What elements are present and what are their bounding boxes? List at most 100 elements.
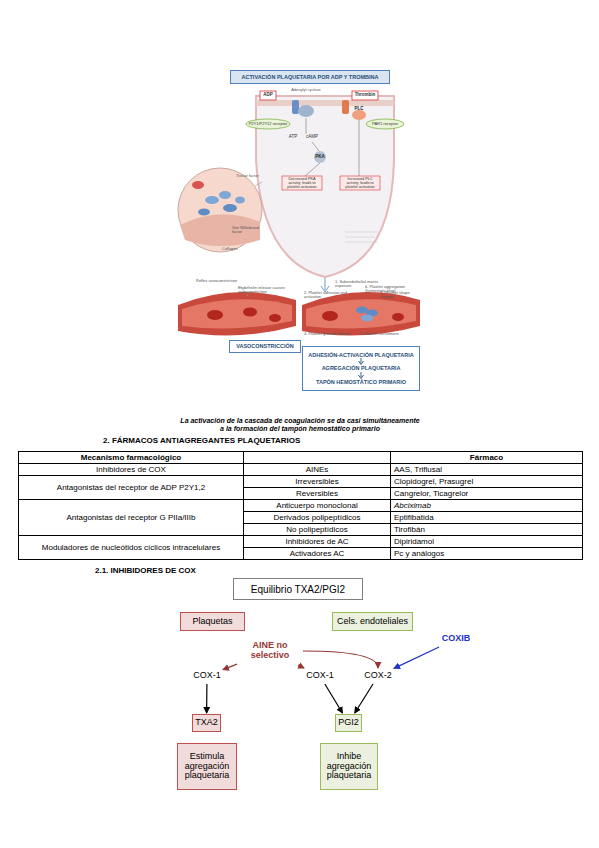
receptor-symbol <box>292 100 299 114</box>
table-cell: Dipiridamol <box>391 536 583 548</box>
arrow-symbol <box>359 372 364 379</box>
illustration-label: 2. Platelet adhesion and activation <box>304 291 352 300</box>
platelet-symbol <box>223 204 237 212</box>
table-cell: Activadores AC <box>244 548 391 560</box>
balance-box: Equilibrio TXA2/PGI2 <box>233 578 363 600</box>
receptor-symbol <box>342 100 349 114</box>
leader-line <box>255 182 262 186</box>
illustration-label: PAR1 receptor <box>366 122 404 126</box>
node-text: Plaquetas <box>192 617 232 627</box>
pointer-arrow <box>321 278 329 292</box>
table-cell: Abciximab <box>391 500 583 512</box>
red-cell <box>207 310 223 320</box>
effect-box: Estimula agregación plaquetaria <box>177 743 237 790</box>
node-text: AGREGACIÓN PLAQUETARIA <box>322 365 401 371</box>
table-text: Dipiridamol <box>394 537 434 546</box>
node-text: Cels. endoteliales <box>337 617 408 627</box>
table-cell: Fármaco <box>391 452 583 464</box>
illustration-label: ADP <box>260 93 276 98</box>
node-text: TXA2 <box>195 718 218 728</box>
cell-box: Cels. endoteliales <box>332 612 413 631</box>
table-cell: Inhibidores de COX <box>19 464 244 476</box>
enzyme-symbol <box>298 105 314 117</box>
table-cell: Pc y análogos <box>391 548 583 560</box>
illustration-label: Endothelin release causes vasoconstricti… <box>238 286 294 295</box>
table-cell: Anticuerpo monoclonal <box>244 500 391 512</box>
table-text: Anticuerpo monoclonal <box>276 501 357 510</box>
vessel-lumen <box>182 299 292 328</box>
arrow-symbol <box>357 358 365 365</box>
table-cell: Antagonistas del receptor de ADP P2Y1,2 <box>19 476 244 500</box>
table-text: Pc y análogos <box>394 549 444 558</box>
title-box: ACTIVACIÓN PLAQUETARIA POR ADP Y TROMBIN… <box>230 70 390 84</box>
table-text: Abciximab <box>394 501 431 510</box>
node-text: TAPÓN HEMOSTÁTICO PRIMARIO <box>316 379 406 385</box>
red-cell <box>392 313 404 321</box>
table-text: Fármaco <box>470 453 503 462</box>
table-cell <box>244 452 391 464</box>
platelet-symbol <box>205 196 219 204</box>
table-text: AAS, Triflusal <box>394 465 442 474</box>
table-text: Moduladores de nucleótidos cíclicos intr… <box>42 543 220 552</box>
stage-box: ADHESIÓN-ACTIVACIÓN PLAQUETARIAAGREGACIÓ… <box>302 346 420 391</box>
enzyme-label: COX-1 <box>192 669 222 683</box>
node-text: COXIB <box>442 634 471 644</box>
illustration-label: Adenylyl cyclase <box>288 88 324 92</box>
vessel-wall <box>180 214 260 246</box>
effect-box <box>340 176 380 190</box>
effect-box <box>282 176 322 190</box>
table-text: AINEs <box>306 465 329 474</box>
table-text: Activadores AC <box>290 549 345 558</box>
node-text: Estimula agregación plaquetaria <box>178 752 236 782</box>
illustration-label: ATP <box>286 135 300 140</box>
red-cell <box>269 314 281 322</box>
illustration-label: Tissue factor <box>236 174 266 178</box>
table-cell: Moduladores de nucleótidos cíclicos intr… <box>19 536 244 560</box>
node-text: Equilibrio TXA2/PGI2 <box>251 584 345 595</box>
red-cell <box>243 308 257 317</box>
vessel-lumen <box>306 299 416 328</box>
illustration-label: 4. Platelet granule release <box>304 332 352 336</box>
legend-line <box>345 237 375 238</box>
illustration-label: 5. Platelet recruitment <box>360 332 400 336</box>
pathway-line <box>312 142 319 151</box>
table-body: Mecanismo farmacológicoFármacoInhibidore… <box>19 452 583 560</box>
illustration-label: cAMP <box>303 135 321 140</box>
vessel-inset <box>178 168 262 252</box>
legend-line <box>345 242 378 243</box>
arrow-symbol <box>359 358 364 365</box>
node-text: COX-2 <box>364 671 392 681</box>
table-text: No polipeptídicos <box>286 525 347 534</box>
arrow-connector <box>223 664 237 670</box>
table-cell: AAS, Triflusal <box>391 464 583 476</box>
red-cell <box>192 181 204 189</box>
pathway-line <box>305 163 320 176</box>
ligand-box <box>260 91 276 100</box>
arrow-symbol <box>357 372 365 379</box>
node-text: COX-1 <box>306 671 334 681</box>
legend-line <box>345 232 380 233</box>
node-text: COX-1 <box>193 671 221 681</box>
figure-caption: La activación de la cascada de coagulaci… <box>180 417 420 432</box>
platelet-symbol <box>219 191 231 199</box>
table-text: Eptifibatida <box>394 513 434 522</box>
table-row: Antagonistas del receptor de ADP P2Y1,2I… <box>19 476 583 488</box>
drug-label: AINE no selectivo <box>238 638 302 664</box>
table-cell: Clopidogrel, Prasugrel <box>391 476 583 488</box>
table-text: Reversibles <box>296 489 338 498</box>
table-text: Antagonistas del receptor de ADP P2Y1,2 <box>57 483 205 492</box>
enzyme-label: COX-1 <box>305 669 335 683</box>
table-cell: Tirofibán <box>391 524 583 536</box>
illustration-label: PKA <box>314 155 326 160</box>
node-text: PGI2 <box>338 718 359 728</box>
arrow-connector <box>355 684 373 713</box>
ligand-box <box>352 91 378 100</box>
mediator-box: TXA2 <box>192 714 221 732</box>
arrow-connector <box>394 647 439 668</box>
table-cell: No polipeptídicos <box>244 524 391 536</box>
node-text: VASOCONSTRICCIÓN <box>236 343 294 349</box>
arrow-connector <box>325 684 343 713</box>
platelet-membrane <box>256 100 394 106</box>
table-row: Antagonistas del receptor G PIIa/IIIbAnt… <box>19 500 583 512</box>
